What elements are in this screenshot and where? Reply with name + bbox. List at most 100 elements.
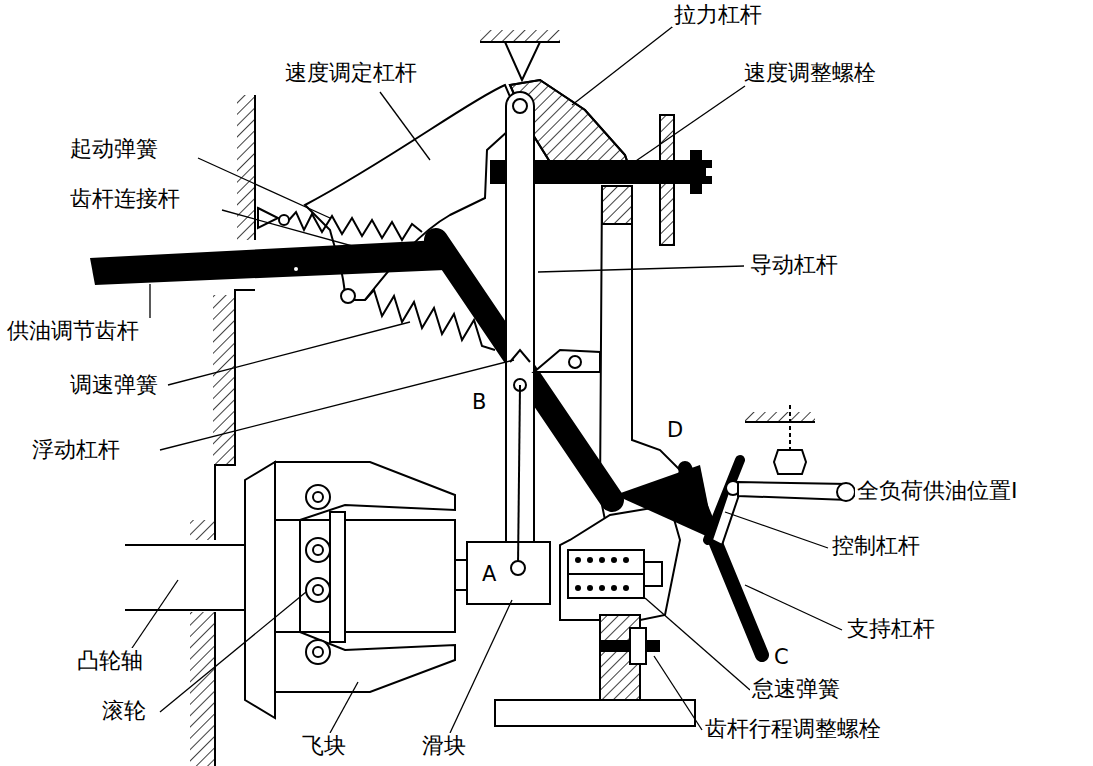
idle-spring: [587, 557, 593, 563]
leader-line: [380, 92, 430, 160]
slider: [511, 561, 525, 575]
idle-spring: [611, 557, 617, 563]
stop-support: [789, 405, 791, 450]
part-label: 怠速弹簧: [750, 676, 842, 702]
idle-spring: [575, 585, 581, 591]
part-label: A: [480, 562, 498, 587]
leader-line: [450, 600, 512, 733]
part-label-text: B: [470, 390, 488, 414]
flyweight-assembly: [313, 585, 323, 595]
fuel-rack: [294, 267, 298, 271]
leader-line: [198, 158, 330, 218]
part-label-text: 供油调节齿杆: [5, 318, 141, 343]
part-label: 供油调节齿杆: [5, 318, 141, 344]
leader-line: [149, 284, 150, 318]
stop-support: [745, 412, 815, 422]
guide-lever: [506, 92, 534, 582]
leader-line: [168, 322, 410, 385]
flyweight-assembly: [306, 578, 330, 602]
part-label: 齿杆行程调整螺栓: [703, 716, 883, 742]
idle-spring: [568, 550, 662, 598]
top-support: [480, 30, 560, 42]
leader-line: [630, 86, 745, 165]
flyweight-assembly: [275, 632, 455, 692]
part-label-text: 飞块: [300, 733, 348, 758]
idle-spring: [599, 585, 605, 591]
speed-adjusting-bolt: [706, 168, 714, 176]
part-label-text: 齿杆连接杆: [68, 186, 182, 211]
housing-wall: [213, 295, 235, 465]
part-label-text: 齿杆行程调整螺栓: [703, 716, 883, 741]
flyweight-assembly: [455, 560, 467, 590]
flyweight-assembly: [306, 485, 330, 509]
flyweight-assembly: [345, 520, 455, 632]
leader-line: [330, 682, 358, 733]
part-label-text: A: [480, 562, 498, 586]
stop-support: [745, 421, 815, 423]
idle-spring: [611, 585, 617, 591]
part-label: D: [665, 418, 685, 443]
leader-line: [645, 598, 750, 690]
floating-bracket: [569, 356, 581, 368]
frame-column: [602, 186, 632, 224]
flyweight-assembly: [245, 462, 275, 718]
part-label: 速度调定杠杆: [283, 60, 419, 86]
guide-lever: [506, 92, 534, 582]
speed-setting-lever: [341, 289, 355, 303]
part-label-text: 浮动杠杆: [30, 437, 122, 462]
part-label-text: 滑块: [420, 733, 468, 758]
part-label: 滑块: [420, 733, 468, 759]
start-spring: [279, 215, 289, 225]
leader-line: [128, 580, 178, 654]
leader-line: [745, 585, 842, 630]
part-label-text: 滚轮: [100, 698, 148, 723]
part-label-text: 怠速弹簧: [750, 676, 842, 701]
fuel-rack: [90, 240, 445, 285]
idle-spring: [599, 557, 605, 563]
camshaft: [125, 545, 255, 610]
control-lever: [738, 482, 848, 500]
start-spring: [289, 212, 422, 240]
leader-line: [538, 266, 744, 272]
part-label: 齿杆连接杆: [68, 186, 182, 212]
leader-line: [654, 656, 702, 730]
leader-line: [222, 210, 385, 255]
idle-spring: [575, 557, 629, 591]
leader-line: [725, 512, 828, 548]
idle-spring: [644, 562, 662, 586]
stop-support: [774, 450, 806, 474]
idle-spring: [568, 550, 644, 598]
part-label: C: [772, 645, 791, 670]
camshaft: [125, 544, 255, 546]
top-support: [505, 42, 540, 80]
guide-lever: [513, 99, 527, 113]
part-label-text: 全负荷供油位置Ⅰ: [855, 478, 1020, 503]
control-lever: [837, 483, 855, 501]
part-label: 飞块: [300, 733, 348, 759]
slider: [518, 385, 520, 566]
top-support: [480, 30, 560, 80]
idle-spring: [623, 557, 629, 563]
slider: [467, 385, 550, 604]
flyweight-assembly: [275, 462, 455, 520]
slider: [467, 542, 550, 604]
part-label-text: D: [665, 418, 685, 442]
part-label: 凸轮轴: [75, 648, 145, 674]
fuel-rack: [90, 240, 445, 285]
rack-stroke-bolt: [630, 628, 646, 664]
part-label: 浮动杠杆: [30, 437, 122, 463]
part-label-text: C: [772, 645, 791, 669]
part-label-text: 拉力杠杆: [672, 2, 764, 27]
leader-line: [160, 360, 514, 450]
frame-column: [600, 186, 680, 520]
flyweight-assembly: [313, 492, 323, 502]
flyweight-assembly: [330, 512, 345, 642]
part-label-text: 速度调定杠杆: [283, 60, 419, 85]
housing-wall-edge: [214, 612, 216, 766]
leader-line: [160, 592, 306, 712]
flyweight-assembly: [245, 462, 467, 718]
speed-adjusting-bolt: [690, 150, 702, 194]
part-label-text: 支持杠杆: [845, 616, 937, 641]
